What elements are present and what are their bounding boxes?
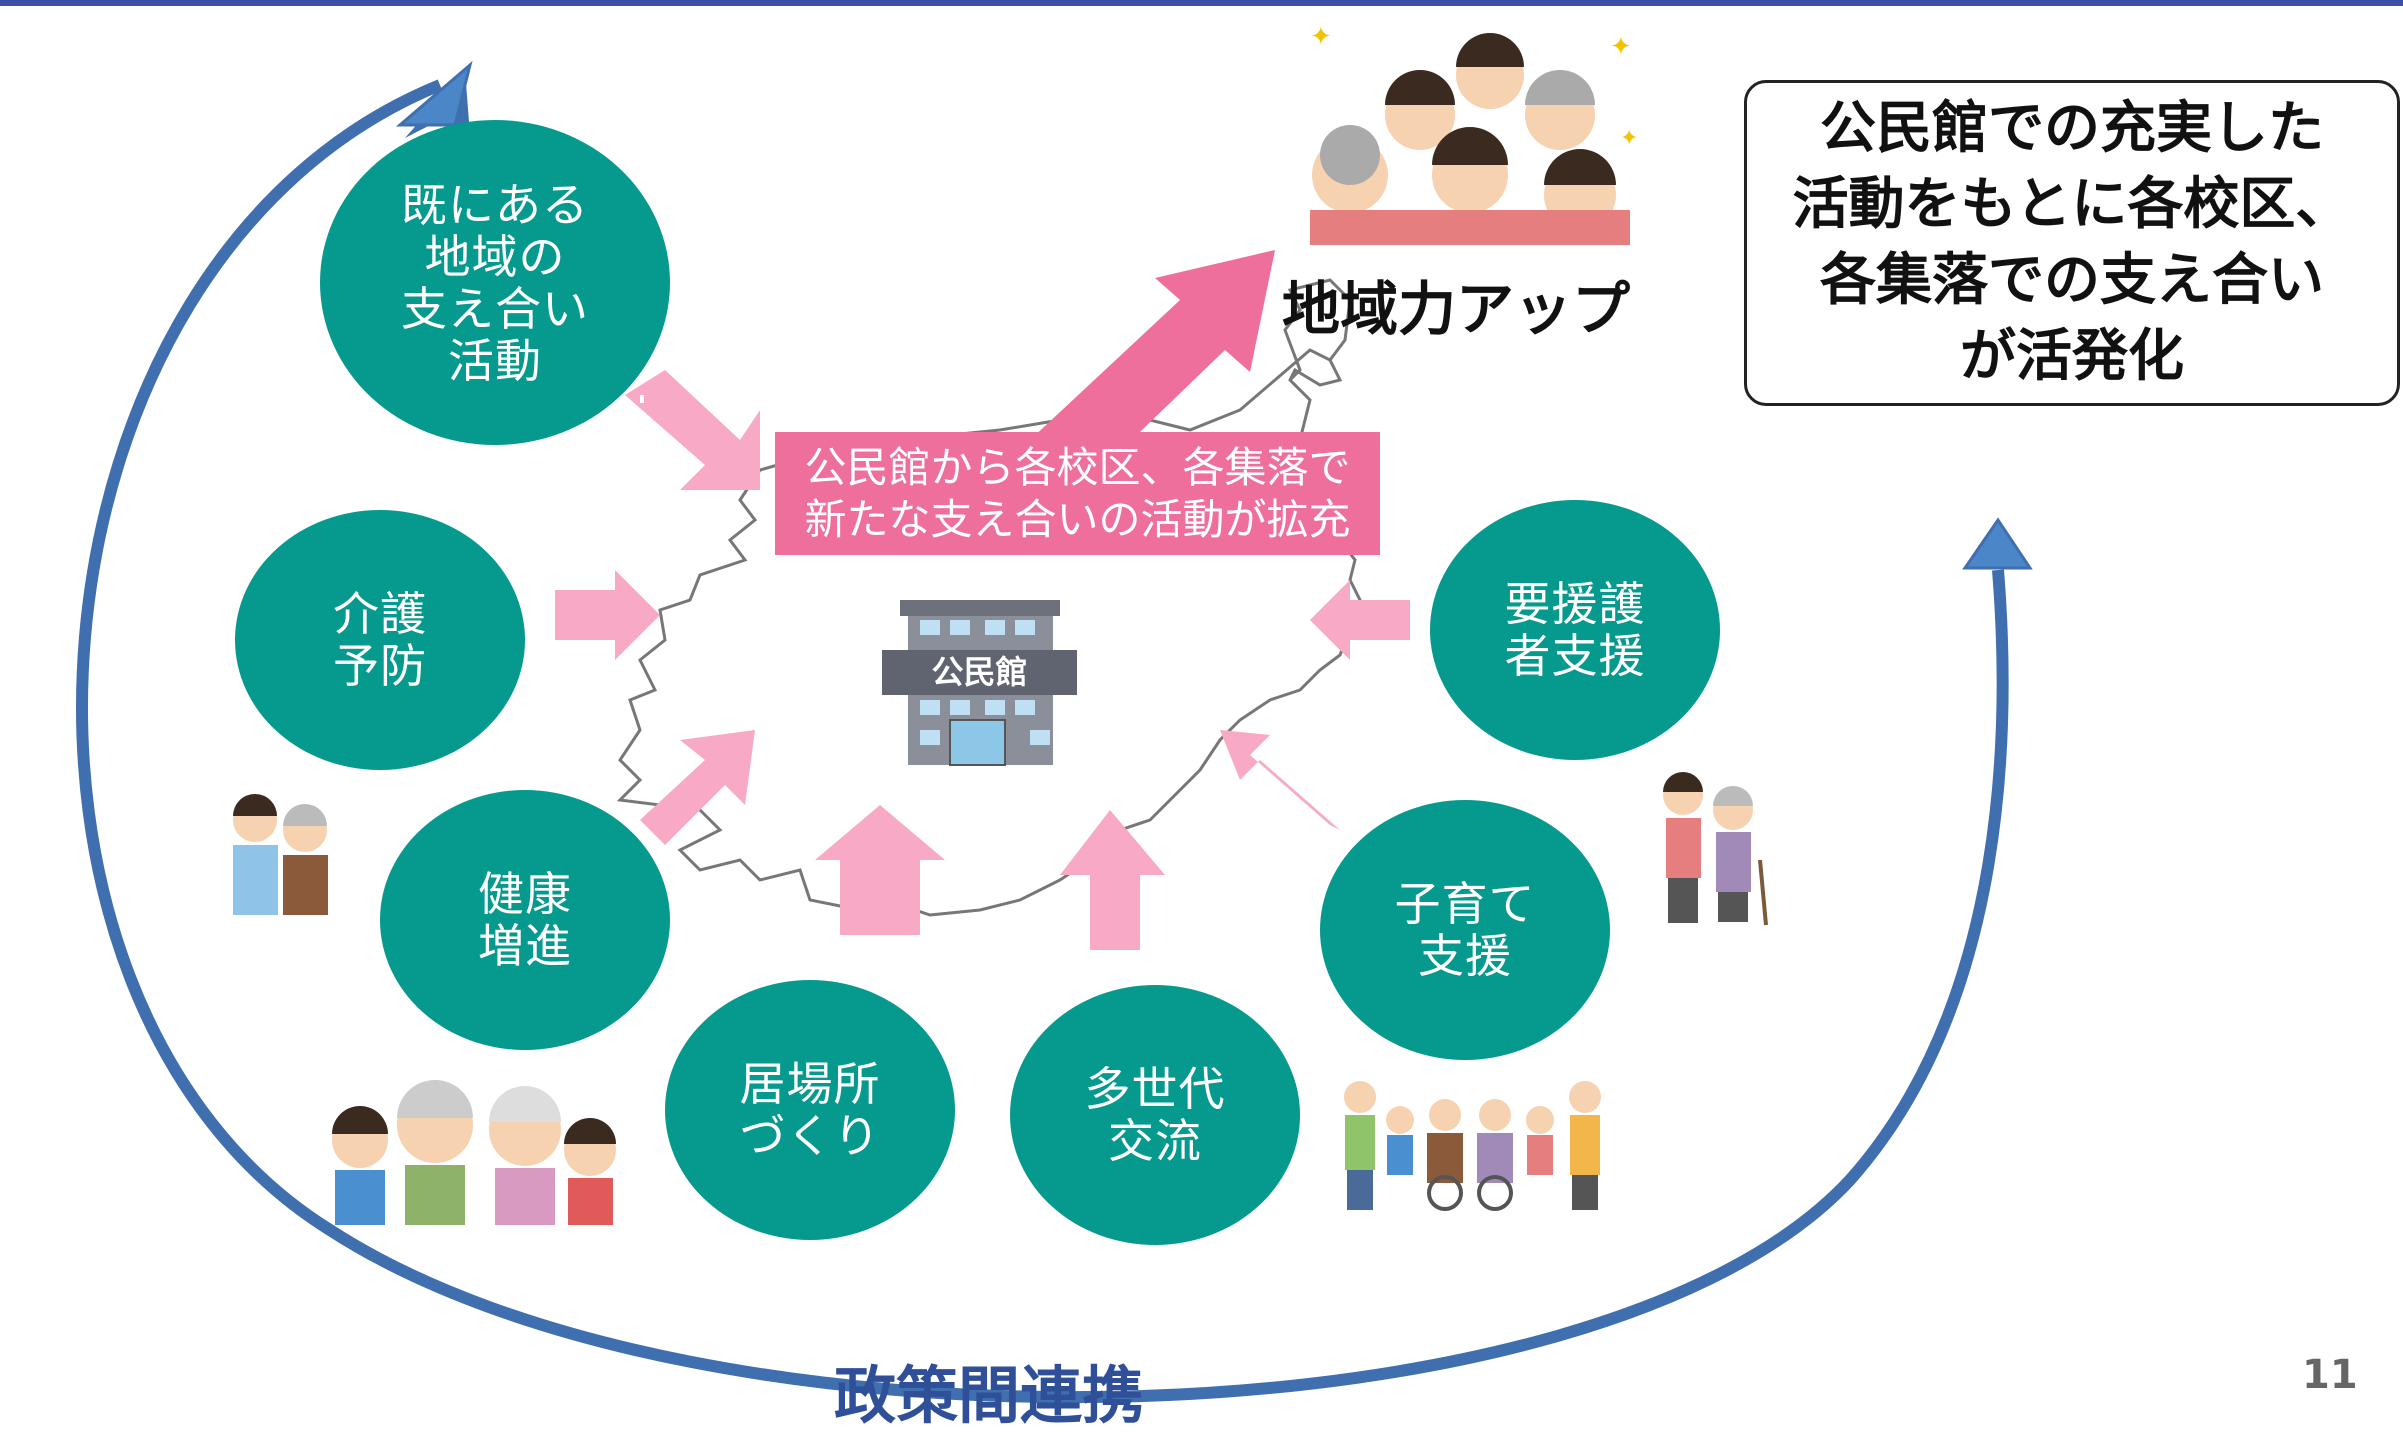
activity-existing-support: 既にある 地域の 支え合い 活動	[320, 120, 670, 445]
regional-power-label: 地域力アップ	[1282, 275, 1631, 343]
result-callout-text: 公民館での充実した 活動をもとに各校区、 各集落での支え合い が活発化	[1792, 96, 2352, 389]
svg-text:✦: ✦	[1610, 32, 1632, 62]
growth-arrow	[1030, 250, 1275, 480]
community-hall-building	[882, 600, 1077, 766]
community-hall-sign: 公民館	[931, 653, 1028, 691]
svg-text:✦: ✦	[1620, 126, 1638, 151]
center-banner-line1: 公民館から各校区、各集落で	[804, 442, 1351, 492]
header-bar	[0, 0, 2403, 6]
multigeneration-group-illustration	[1344, 1081, 1601, 1211]
policy-cycle-arrow	[76, 79, 2009, 1404]
activity-childcare-support: 子育て 支援	[1320, 800, 1610, 1060]
policy-coordination-label: 政策間連携	[834, 1359, 1145, 1432]
activity-multigeneration: 多世代 交流	[1010, 985, 1300, 1245]
caregiver-illustration	[233, 794, 328, 915]
elderly-walking-illustration	[1663, 772, 1768, 926]
cheering-crowd-illustration: ✦ ✦ ✦	[1310, 22, 1638, 245]
center-banner: 公民館から各校区、各集落で 新たな支え合いの活動が拡充	[775, 432, 1380, 555]
activity-health-promotion: 健康 増進	[380, 790, 670, 1050]
map-outline-north	[1283, 278, 1352, 382]
center-banner-line2: 新たな支え合いの活動が拡充	[804, 494, 1351, 544]
policy-arrow-head-left-main	[395, 60, 473, 127]
activity-place-making: 居場所 づくり	[665, 980, 955, 1240]
activity-vulnerable-support: 要援護 者支援	[1430, 500, 1720, 760]
page-number: 11	[2302, 1352, 2358, 1398]
result-callout: 公民館での充実した 活動をもとに各校区、 各集落での支え合い が活発化	[1744, 80, 2400, 406]
policy-arrow-head-right	[1962, 517, 2033, 570]
inflow-arrows	[555, 370, 1410, 950]
activity-care-prevention: 介護 予防	[235, 510, 525, 770]
elderly-family-illustration	[332, 1080, 616, 1225]
svg-text:✦: ✦	[1310, 22, 1332, 52]
